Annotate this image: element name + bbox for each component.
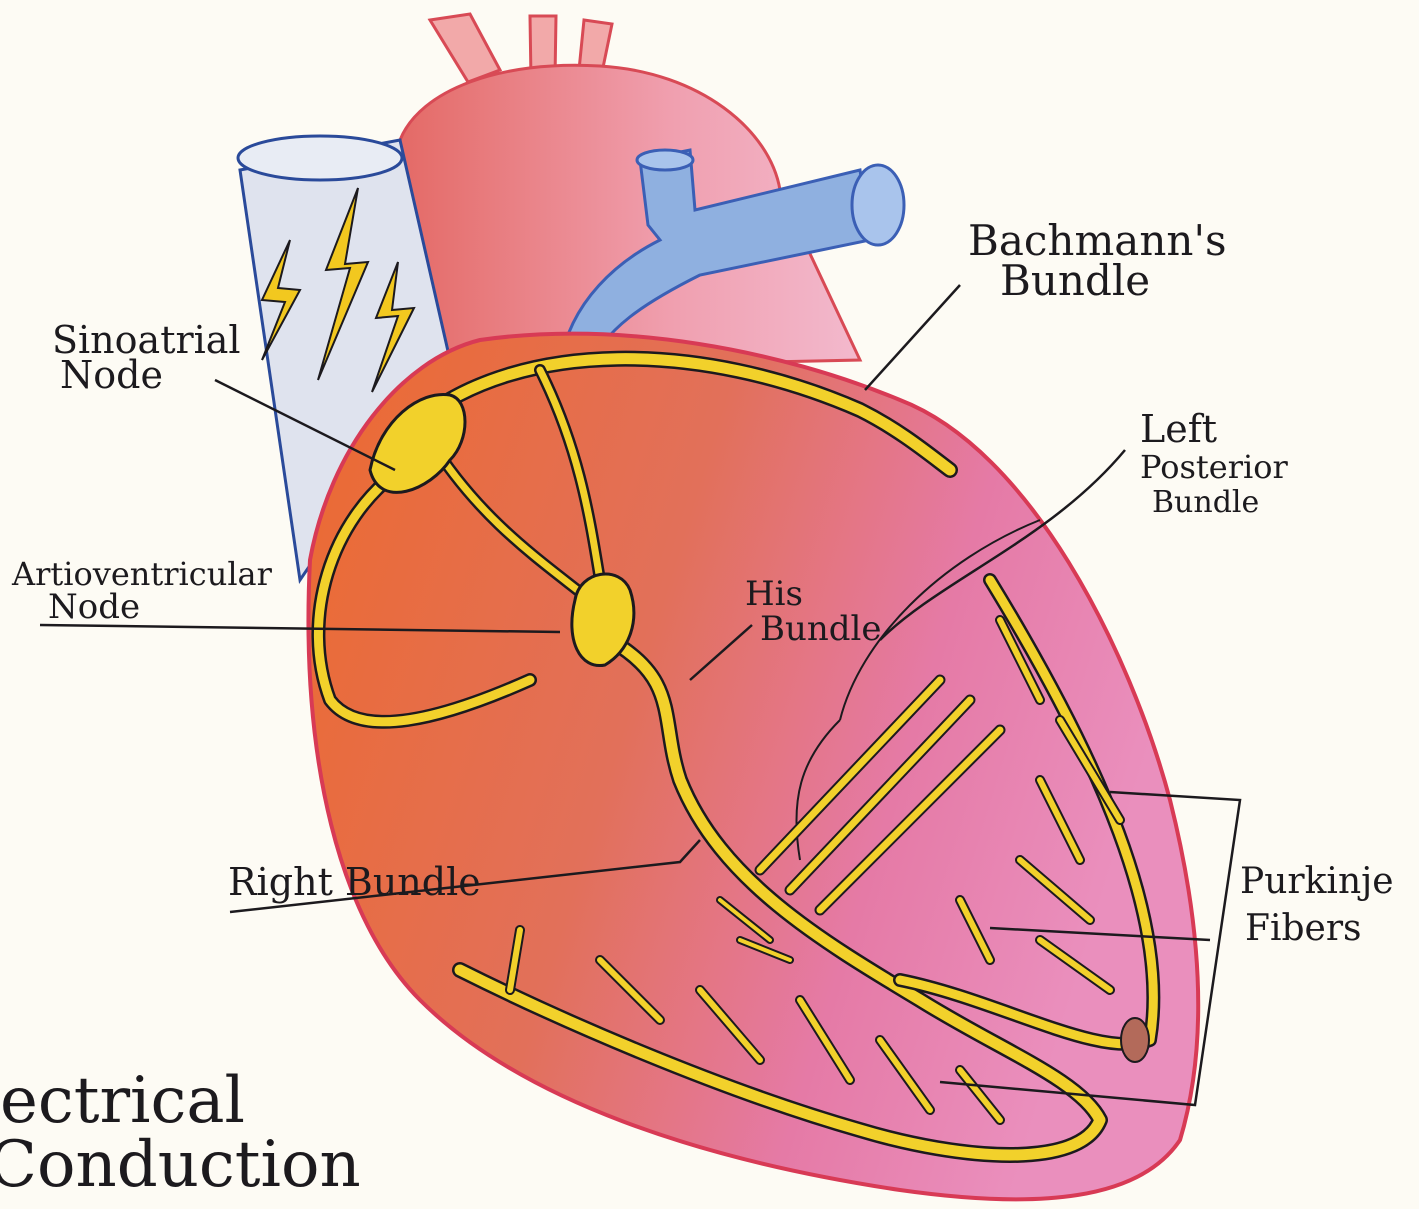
caption-line-2: Conduction (0, 1128, 361, 1202)
purkinje-fibers-label: Purkinje (1240, 861, 1394, 902)
his-bundle-label: His (745, 574, 803, 614)
bachmanns-bundle-label: Bundle (1000, 256, 1150, 305)
caption-line-1: ectrical (0, 1064, 245, 1138)
left-posterior-bundle-label: Left (1140, 407, 1217, 451)
left-posterior-bundle-label: Posterior (1140, 448, 1289, 486)
purkinje-fibers-label: Fibers (1245, 908, 1362, 949)
sa-node-label: Node (60, 353, 163, 397)
his-bundle-label: Bundle (760, 609, 882, 649)
left-posterior-bundle-label: Bundle (1152, 485, 1259, 520)
right-bundle-label: Right Bundle (228, 860, 481, 904)
av-node-label: Node (48, 587, 140, 627)
